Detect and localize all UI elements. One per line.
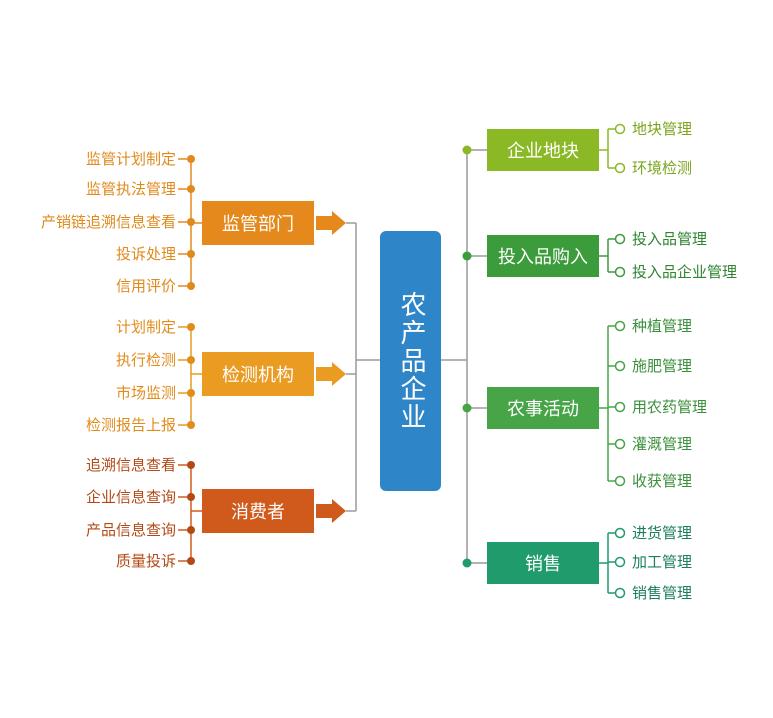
leaf-item: 执行检测 xyxy=(115,351,176,369)
leaf-dot xyxy=(187,185,195,193)
group-node-label: 农事活动 xyxy=(507,399,579,420)
leaf-item: 监管计划制定 xyxy=(85,150,176,168)
leaf-item: 追溯信息查看 xyxy=(85,456,176,474)
center-node-label: 农产品企业 xyxy=(396,291,426,431)
leaf-dot xyxy=(187,218,195,226)
leaf-item: 计划制定 xyxy=(115,318,176,336)
leaf-item: 市场监测 xyxy=(115,384,176,402)
leaf-dot xyxy=(614,123,626,135)
branch-dot xyxy=(462,145,472,155)
leaf-dot xyxy=(614,401,626,413)
leaf-item: 投入品管理 xyxy=(632,230,708,248)
leaf-dot xyxy=(187,155,195,163)
leaf-item: 投诉处理 xyxy=(115,245,176,263)
leaf-dot xyxy=(614,233,626,245)
leaf-item: 灌溉管理 xyxy=(632,435,693,453)
leaf-dot xyxy=(614,438,626,450)
leaf-dot xyxy=(614,587,626,599)
leaf-item: 信用评价 xyxy=(115,277,176,295)
leaf-dot xyxy=(187,461,195,469)
leaf-item: 加工管理 xyxy=(632,553,693,571)
group-node-inputs: 投入品购入 xyxy=(487,235,599,277)
group-node-testing: 检测机构 xyxy=(202,352,314,396)
leaf-item: 用农药管理 xyxy=(632,398,708,416)
arrow-icon xyxy=(316,362,346,386)
branch-dot xyxy=(462,251,472,261)
leaf-item: 企业信息查询 xyxy=(85,488,176,506)
leaf-dot xyxy=(187,282,195,290)
leaf-item: 进货管理 xyxy=(632,524,693,542)
group-node-label: 投入品购入 xyxy=(498,247,588,268)
leaf-dot xyxy=(614,162,626,174)
branch-dot xyxy=(462,558,472,568)
center-node: 农产品企业 xyxy=(380,231,441,491)
leaf-dot xyxy=(614,360,626,372)
leaf-dot xyxy=(614,266,626,278)
group-node-farming: 农事活动 xyxy=(487,387,599,429)
leaf-dot xyxy=(187,421,195,429)
group-node-label: 消费者 xyxy=(231,502,285,523)
leaf-item: 种植管理 xyxy=(632,317,693,335)
leaf-item: 监管执法管理 xyxy=(85,180,176,198)
leaf-item: 环境检测 xyxy=(632,159,693,177)
leaf-item: 投入品企业管理 xyxy=(632,263,738,281)
leaf-dot xyxy=(187,323,195,331)
group-node-label: 企业地块 xyxy=(507,141,579,162)
leaf-dot xyxy=(614,527,626,539)
leaf-dot xyxy=(187,526,195,534)
leaf-dot xyxy=(187,250,195,258)
arrow-icon xyxy=(316,499,346,523)
leaf-item: 施肥管理 xyxy=(632,357,693,375)
branch-dot xyxy=(462,403,472,413)
group-node-label: 销售 xyxy=(525,554,561,575)
group-node-label: 监管部门 xyxy=(222,214,294,235)
leaf-item: 销售管理 xyxy=(632,584,693,602)
group-node-plots: 企业地块 xyxy=(487,129,599,171)
leaf-dot xyxy=(187,557,195,565)
leaf-item: 检测报告上报 xyxy=(85,416,176,434)
leaf-dot xyxy=(614,556,626,568)
leaf-dot xyxy=(614,320,626,332)
leaf-item: 收获管理 xyxy=(632,472,693,490)
group-node-consumer: 消费者 xyxy=(202,489,314,533)
leaf-dot xyxy=(187,493,195,501)
leaf-item: 产销链追溯信息查看 xyxy=(40,213,176,231)
leaf-dot xyxy=(187,356,195,364)
group-node-supervision: 监管部门 xyxy=(202,201,314,245)
leaf-item: 地块管理 xyxy=(632,120,693,138)
arrow-icon xyxy=(316,211,346,235)
leaf-dot xyxy=(187,389,195,397)
leaf-dot xyxy=(614,475,626,487)
group-node-label: 检测机构 xyxy=(222,365,294,386)
group-node-sales: 销售 xyxy=(487,542,599,584)
leaf-item: 质量投诉 xyxy=(115,552,176,570)
leaf-item: 产品信息查询 xyxy=(85,521,176,539)
